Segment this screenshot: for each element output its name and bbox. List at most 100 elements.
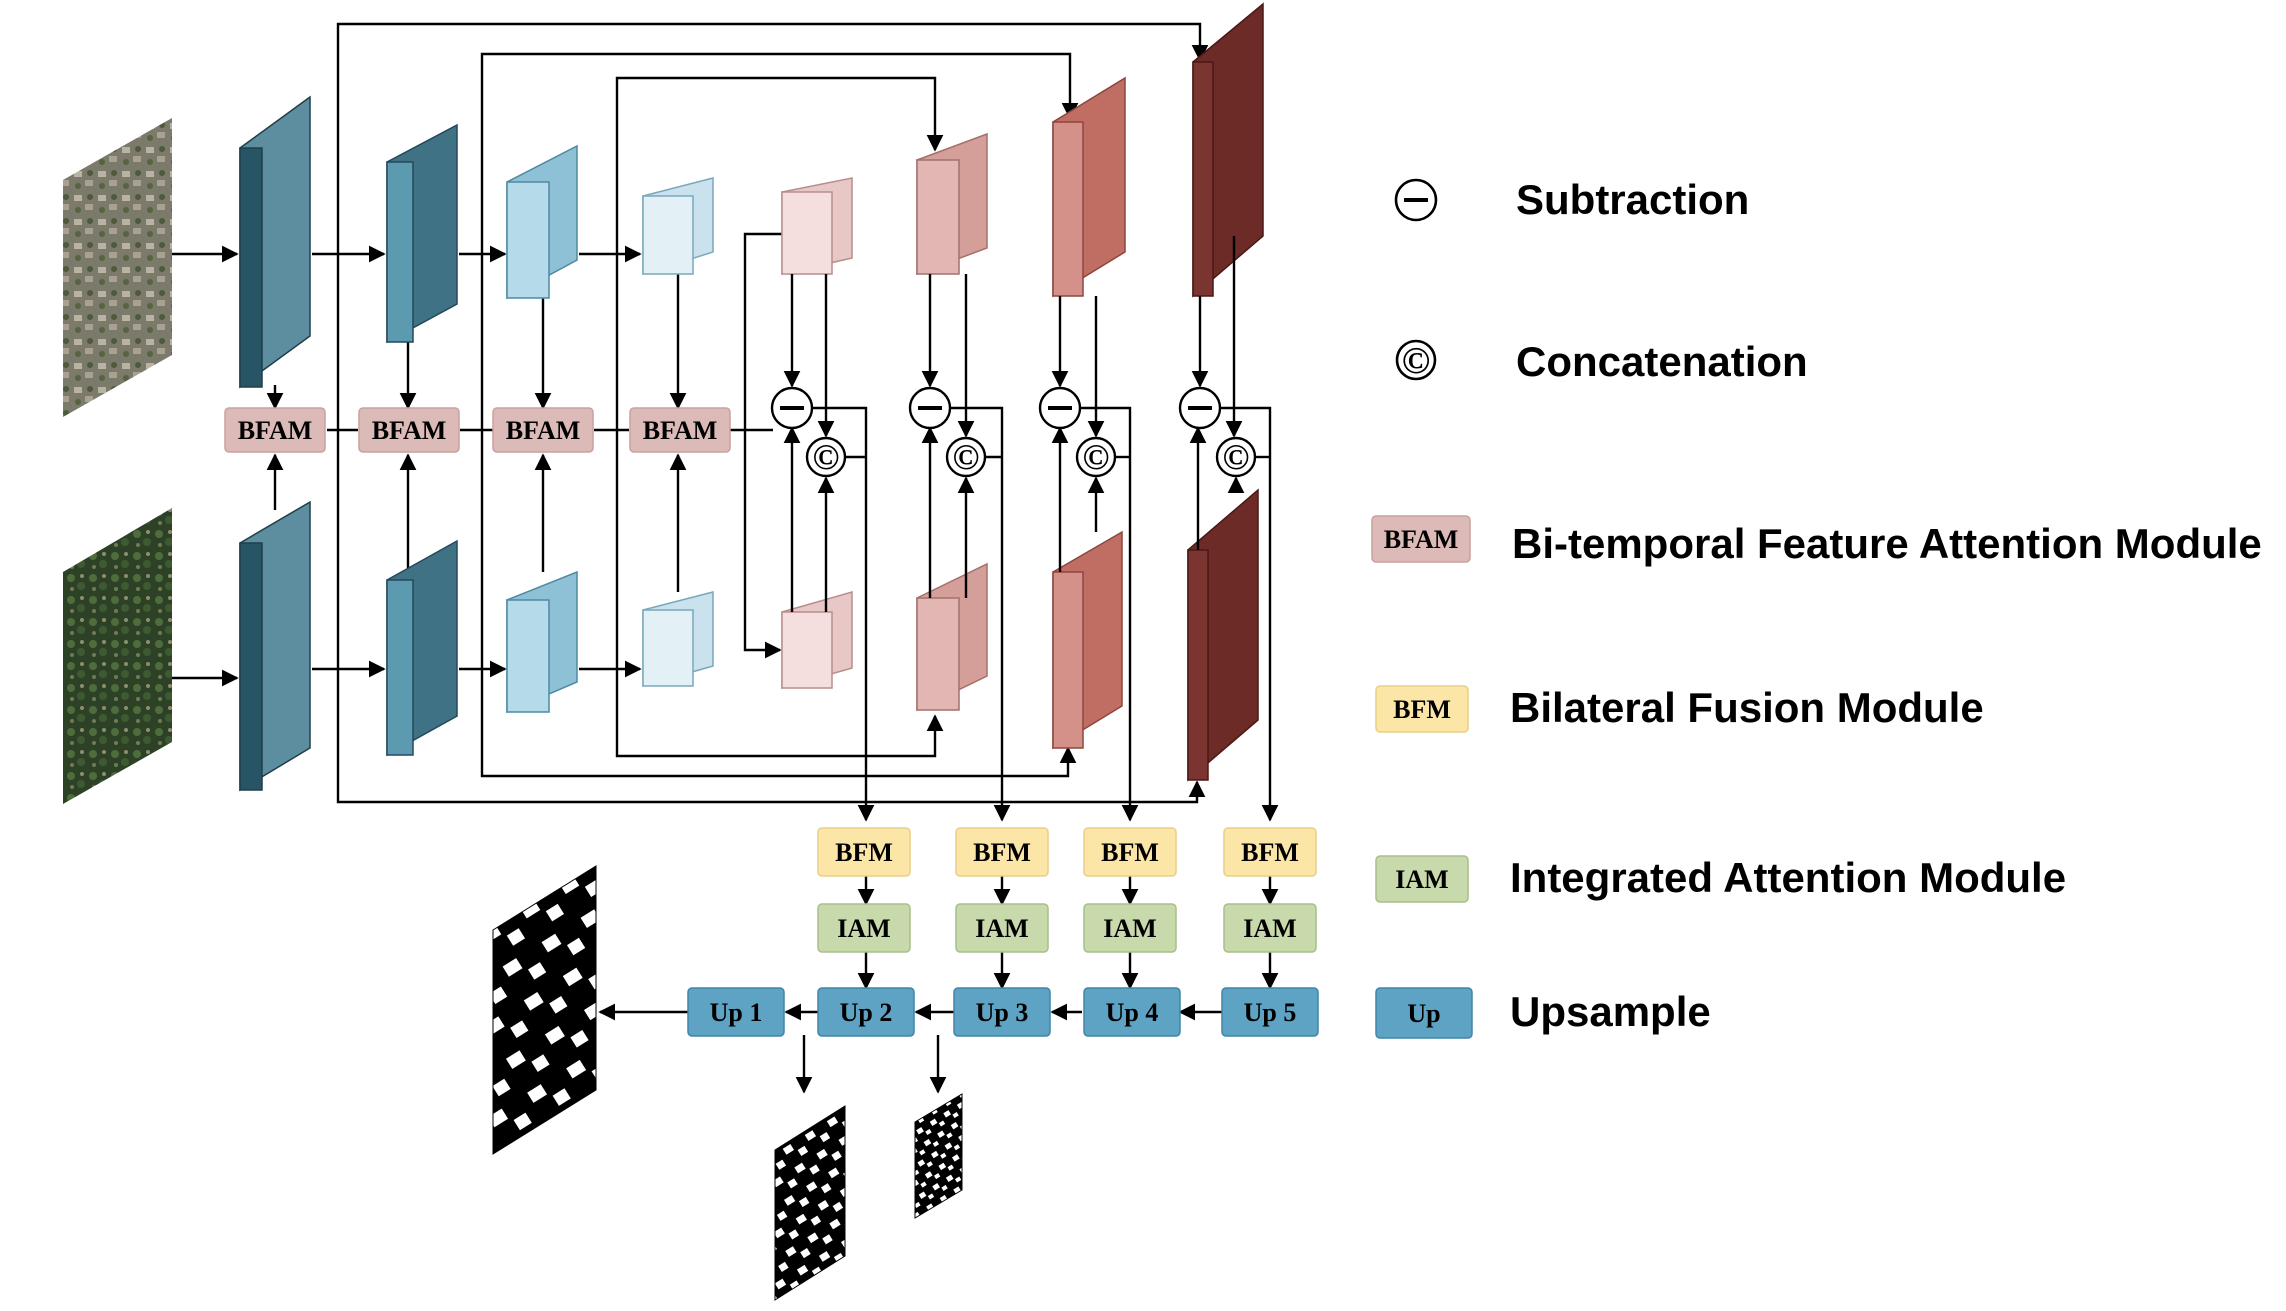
iam-module-2: IAM <box>955 903 1049 953</box>
encoder-arrows <box>172 245 773 687</box>
upsample-module-1: Up 1 <box>687 987 785 1037</box>
subtraction-node-4 <box>1178 386 1222 430</box>
bfm-modules: BFM BFM BFM BFM <box>817 827 1317 877</box>
concatenation-node-3: © <box>1075 436 1117 478</box>
feature-block-top-3 <box>1052 76 1126 298</box>
encoder-block-bottom-1 <box>239 500 311 792</box>
upsample-module-5: Up 5 <box>1221 987 1319 1037</box>
bfm-label: BFM <box>973 838 1031 867</box>
feature-block-bottom-4 <box>1187 488 1259 782</box>
feature-block-bottom-2 <box>916 562 988 712</box>
bfam-label: BFAM <box>506 416 581 445</box>
legend-swatch-label: BFM <box>1393 695 1451 724</box>
bfm-label: BFM <box>1101 838 1159 867</box>
upsample-modules: Up 1 Up 2 Up 3 Up 4 Up 5 <box>687 987 1319 1037</box>
up3-label: Up 3 <box>976 998 1029 1027</box>
fusion-wiring <box>783 236 1279 822</box>
encoder-block-bottom-2 <box>386 539 458 757</box>
bfam-label: BFAM <box>238 416 313 445</box>
bfm-module-4: BFM <box>1223 827 1317 877</box>
feature-block-top-4 <box>1192 2 1264 298</box>
decoder-arrows <box>598 876 1279 1094</box>
concat-symbol: © <box>1083 437 1110 477</box>
legend-swatch-iam <box>1375 855 1469 903</box>
up4-label: Up 4 <box>1106 998 1159 1027</box>
skip-connections <box>336 22 1209 804</box>
legend-swatch-label: IAM <box>1395 865 1448 894</box>
legend-swatch-label: BFAM <box>1384 525 1459 554</box>
iam-module-1: IAM <box>817 903 911 953</box>
subtraction-nodes <box>770 386 1222 430</box>
concat-symbol: © <box>953 437 980 477</box>
encoder-bottom <box>239 500 714 792</box>
legend-item-bfm: BFM Bilateral Fusion Module <box>1375 684 1984 733</box>
encoder-block-bottom-3 <box>506 570 578 714</box>
up1-label: Up 1 <box>710 998 763 1027</box>
input-image-t1 <box>63 118 172 417</box>
legend-label-iam: Integrated Attention Module <box>1510 854 2066 901</box>
bfm-label: BFM <box>835 838 893 867</box>
legend: Subtraction © Concatenation BFAM Bi-temp… <box>1371 176 2262 1039</box>
legend-swatch-up <box>1375 987 1473 1039</box>
feature-top <box>781 2 1264 298</box>
encoder-block-top-4 <box>642 177 714 276</box>
up5-label: Up 5 <box>1244 998 1297 1027</box>
bfam-label: BFAM <box>643 416 718 445</box>
bfam-module-4: BFAM <box>629 407 731 453</box>
feature-block-bottom-1 <box>781 591 853 689</box>
subtraction-node-1 <box>770 386 814 430</box>
concatenation-node-4: © <box>1215 436 1257 478</box>
legend-item-bfam: BFAM Bi-temporal Feature Attention Modul… <box>1371 515 2262 567</box>
concat-symbol: © <box>1223 437 1250 477</box>
legend-label-concatenation: Concatenation <box>1516 338 1808 385</box>
legend-label-bfm: Bilateral Fusion Module <box>1510 684 1984 731</box>
upsample-module-2: Up 2 <box>817 987 915 1037</box>
bfam-modules: BFAM BFAM BFAM BFAM <box>224 407 731 453</box>
bfm-module-1: BFM <box>817 827 911 877</box>
legend-label-up: Upsample <box>1510 988 1711 1035</box>
legend-item-iam: IAM Integrated Attention Module <box>1375 854 2066 903</box>
iam-label: IAM <box>1243 914 1296 943</box>
feature-block-top-1 <box>781 177 853 275</box>
legend-swatch-bfam <box>1371 515 1471 563</box>
legend-item-up: Up Upsample <box>1375 987 1711 1039</box>
encoder-top <box>239 95 714 389</box>
feature-block-bottom-3 <box>1052 530 1123 750</box>
subtraction-node-2 <box>908 386 952 430</box>
upsample-module-4: Up 4 <box>1083 987 1181 1037</box>
iam-module-4: IAM <box>1223 903 1317 953</box>
legend-label-subtraction: Subtraction <box>1516 176 1749 223</box>
bfam-module-3: BFAM <box>492 407 594 453</box>
bfam-module-1: BFAM <box>224 407 326 453</box>
bfm-module-2: BFM <box>955 827 1049 877</box>
iam-label: IAM <box>1103 914 1156 943</box>
output-mask-quarter <box>914 1093 963 1219</box>
feature-block-top-2 <box>916 132 988 276</box>
concatenation-nodes: © © © © <box>805 436 1257 478</box>
output-mask-half <box>774 1105 846 1301</box>
input-image-t2 <box>63 508 172 804</box>
iam-label: IAM <box>837 914 890 943</box>
legend-swatch-bfm <box>1375 685 1469 733</box>
bfm-label: BFM <box>1241 838 1299 867</box>
concat-symbol: © <box>1402 340 1430 382</box>
concatenation-node-1: © <box>805 436 847 478</box>
legend-swatch-label: Up <box>1407 999 1440 1028</box>
legend-item-concatenation: © Concatenation <box>1395 338 1808 385</box>
encoder-block-top-3 <box>506 144 578 300</box>
bfm-module-3: BFM <box>1083 827 1177 877</box>
output-mask-full <box>492 865 597 1155</box>
encoder-block-bottom-4 <box>642 591 714 687</box>
iam-label: IAM <box>975 914 1028 943</box>
upsample-module-3: Up 3 <box>953 987 1051 1037</box>
bfam-label: BFAM <box>372 416 447 445</box>
up2-label: Up 2 <box>840 998 893 1027</box>
feature-bottom <box>781 488 1259 782</box>
encoder-block-top-2 <box>386 123 458 344</box>
bfam-module-2: BFAM <box>358 407 460 453</box>
legend-item-subtraction: Subtraction <box>1394 176 1749 223</box>
iam-module-3: IAM <box>1083 903 1177 953</box>
concat-symbol: © <box>813 437 840 477</box>
